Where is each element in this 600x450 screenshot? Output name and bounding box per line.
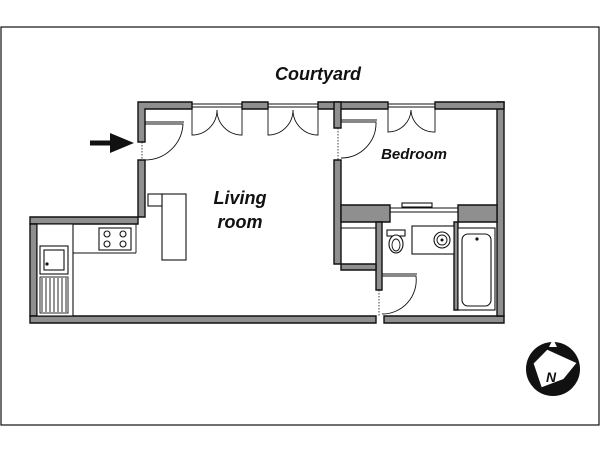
bedroom-door: [337, 119, 377, 160]
entrance-door: [141, 121, 184, 161]
stove-icon: [98, 227, 132, 251]
compass-n-label: N: [546, 369, 557, 385]
french-window-2: [267, 103, 319, 136]
bathroom-door: [378, 273, 417, 316]
toilet-icon: [386, 229, 406, 254]
french-window-1: [191, 103, 243, 136]
courtyard-label: Courtyard: [275, 64, 362, 84]
entrance-arrow-icon: [90, 133, 134, 153]
compass-north-icon: N: [526, 339, 580, 396]
living-room-label-line2: room: [218, 212, 263, 232]
french-window-3: [387, 103, 436, 133]
bathtub-icon: [457, 227, 496, 311]
bathroom-sink-icon: [411, 225, 455, 255]
kitchen-sink: [39, 245, 69, 314]
closet-doors: [390, 202, 458, 213]
living-room-label-line1: Living: [214, 188, 267, 208]
bedroom-label: Bedroom: [381, 146, 447, 163]
plan-frame: [0, 26, 600, 426]
breakfast-bar: [147, 193, 187, 261]
